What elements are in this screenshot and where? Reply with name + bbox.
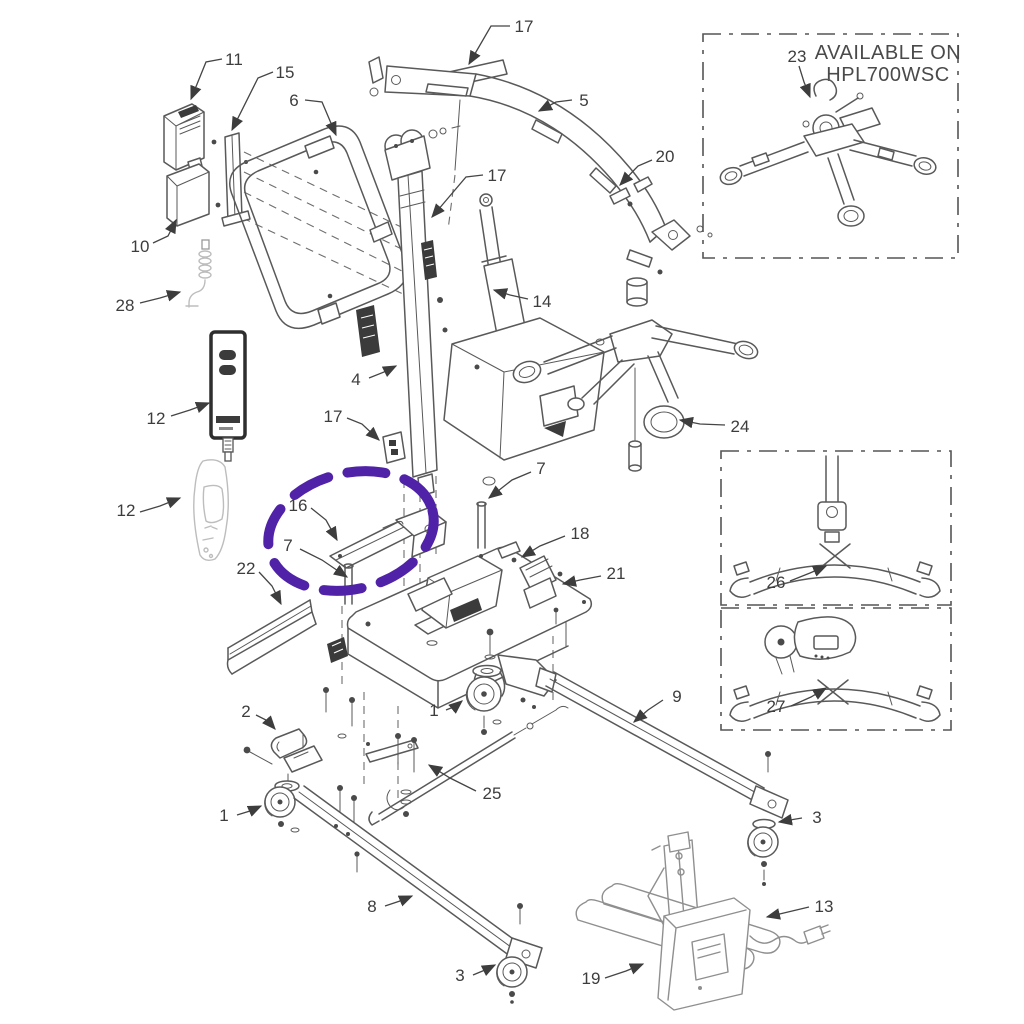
callout-28: 28: [116, 296, 135, 315]
inset-sling-bar-26: [720, 450, 952, 606]
callout-12-remote: 12: [147, 409, 166, 428]
construction-dashed-lines: [229, 151, 554, 800]
part-8-left-leg-drawing: [293, 785, 543, 969]
part-6-push-handle-drawing: [229, 125, 408, 329]
part-23-powered-spreader-drawing: [719, 78, 937, 227]
highlight-ellipse-part-16: [263, 466, 439, 596]
part-13-charger-drawing: [575, 883, 831, 1011]
callout-14: 14: [533, 292, 552, 311]
part-10-battery-body-drawing: [166, 157, 210, 227]
part-5-boom-drawing: [368, 56, 713, 275]
callout-17-low: 17: [324, 407, 343, 426]
callout-4: 4: [351, 370, 360, 389]
callout-19: 19: [582, 969, 601, 988]
callout-17-mid: 17: [488, 166, 507, 185]
inset-sling-bar-scale-27: [720, 607, 952, 731]
part-20-pin-hardware-drawing: [609, 176, 653, 207]
part-3-bottom-caster-drawing: [496, 956, 528, 1004]
callout-27: 27: [767, 697, 786, 716]
part-27-sling-bar-scale-drawing: [729, 616, 941, 722]
part-1-left-caster-drawing: [264, 773, 300, 833]
callout-1-left: 1: [219, 806, 228, 825]
availability-note-line2: HPL700WSC: [826, 64, 949, 86]
callout-labels: 17 11 15 6 5 20 17 10 28 14 4 17 12 24 7…: [116, 17, 834, 988]
callout-16: 16: [289, 496, 308, 515]
callout-7-right: 7: [536, 459, 545, 478]
callout-15: 15: [276, 63, 295, 82]
callout-3-right: 3: [812, 808, 821, 827]
callout-5: 5: [579, 91, 588, 110]
availability-note-line1: AVAILABLE ON: [815, 42, 961, 64]
part-7-pins-drawing: [338, 501, 487, 605]
callout-22: 22: [237, 559, 256, 578]
part-12-pendant-ghost-drawing: [193, 459, 229, 562]
callout-1-center: 1: [429, 701, 438, 720]
callout-25: 25: [483, 784, 502, 803]
callout-26: 26: [767, 573, 786, 592]
part-4-mast-drawing: [356, 129, 448, 497]
part-9-right-leg-drawing: [535, 667, 789, 819]
callout-18: 18: [571, 524, 590, 543]
callout-10: 10: [131, 237, 150, 256]
part-25-tie-rod-drawing: [365, 705, 569, 826]
callout-13: 13: [815, 897, 834, 916]
part-2-caster-bracket-drawing: [243, 728, 323, 773]
callout-2: 2: [241, 702, 250, 721]
part-21-pedal-drawing: [511, 555, 586, 625]
part-28-coiled-cable-drawing: [185, 239, 212, 308]
callout-11: 11: [225, 50, 243, 69]
callout-8: 8: [367, 897, 376, 916]
callout-6: 6: [289, 91, 298, 110]
callout-7-left: 7: [283, 536, 292, 555]
part-3-right-caster-drawing: [747, 818, 779, 886]
callout-3-bottom: 3: [455, 966, 464, 985]
callout-17-top: 17: [515, 17, 534, 36]
part-12-hand-control-drawing: [209, 330, 247, 462]
part-11-battery-cap-drawing: [163, 103, 205, 171]
part-24-spreader-bar-drawing: [512, 277, 759, 472]
part-22-channel-drawing: [226, 599, 317, 675]
part-26-sling-bar-drawing: [729, 455, 941, 598]
callout-9: 9: [672, 687, 681, 706]
callout-12-pendant: 12: [117, 501, 136, 520]
inset-hpl700wsc: AVAILABLE ON HPL700WSC: [702, 33, 961, 259]
callout-leader-lines: [139, 25, 828, 979]
part-15-mounting-bracket-drawing: [211, 132, 251, 227]
callout-20: 20: [656, 147, 675, 166]
callout-24: 24: [731, 417, 750, 436]
callout-21: 21: [607, 564, 626, 583]
part-14-actuator-drawing: [443, 193, 605, 486]
callout-23: 23: [788, 47, 807, 66]
